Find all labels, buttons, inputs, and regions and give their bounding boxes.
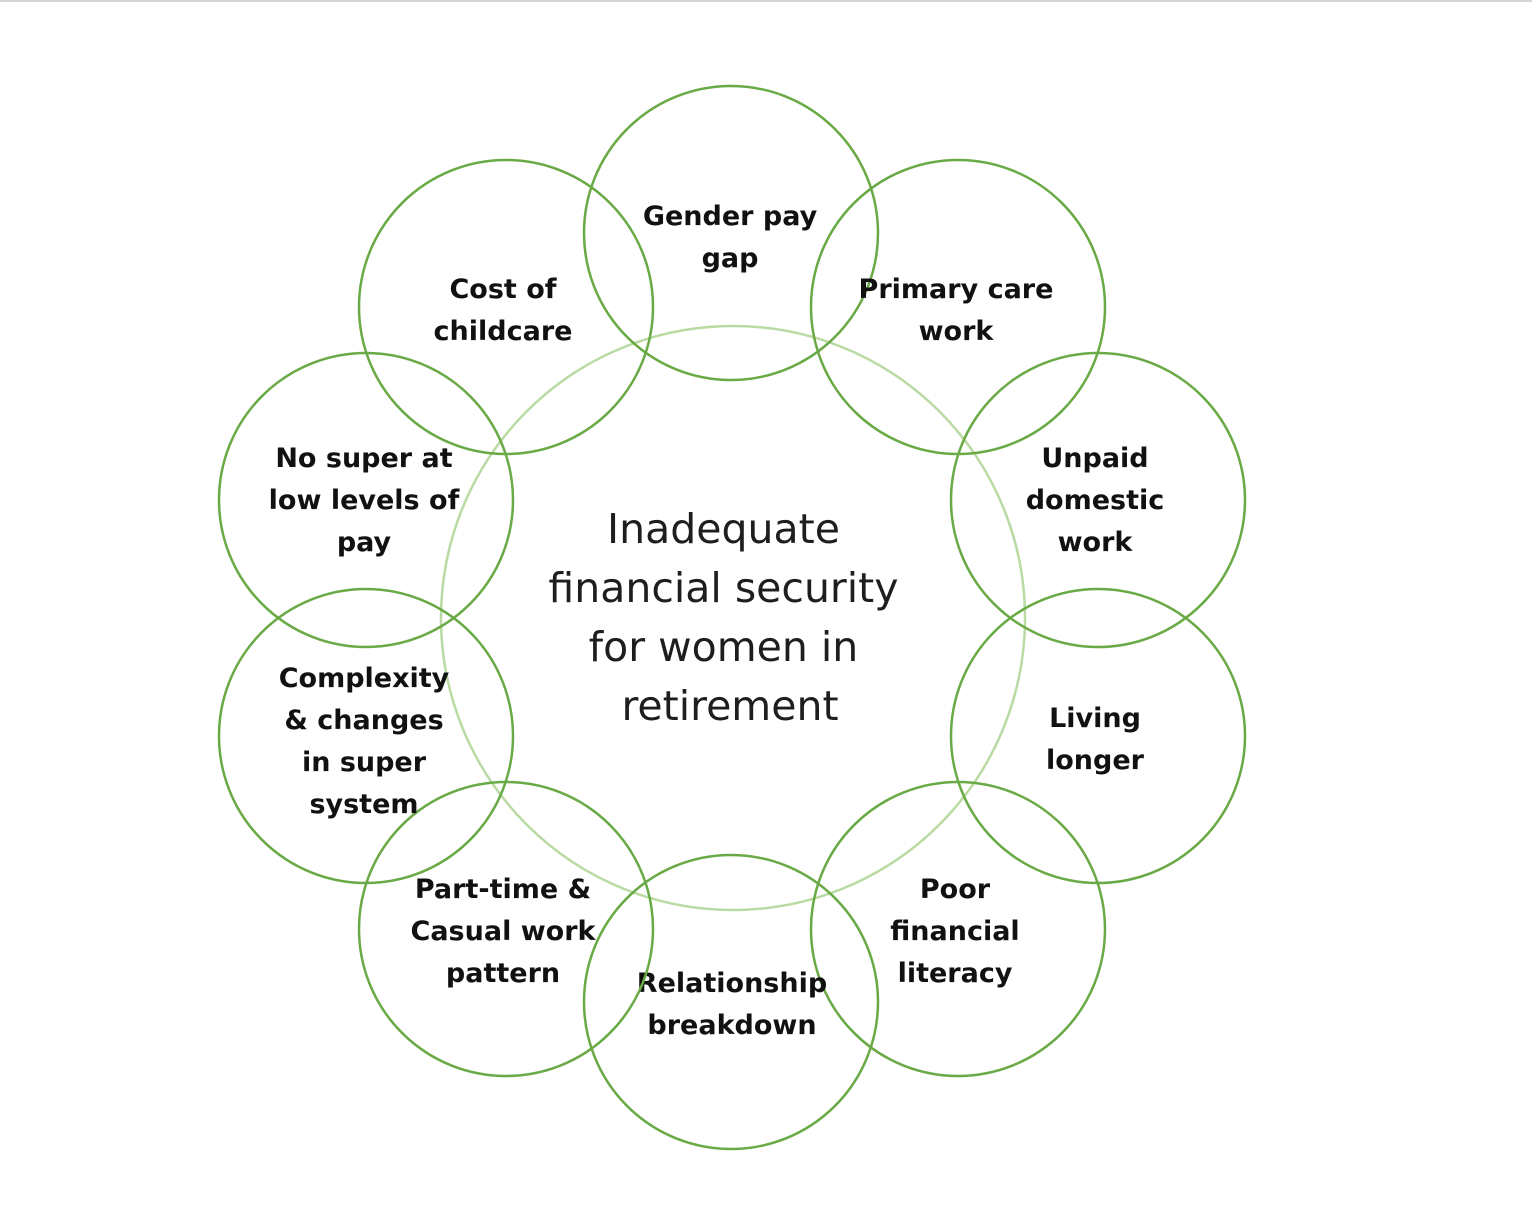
node-label-line: domestic (1026, 485, 1165, 516)
node-label-line: Relationship (637, 968, 827, 999)
node-label-line: Part-time & (415, 874, 591, 905)
node-label-line: pay (337, 527, 392, 558)
node-label-poor-financial-literacy: Poor financial literacy (890, 874, 1019, 989)
node-circle-relationship-breakdown (582, 853, 880, 1151)
node-label-line: work (1058, 527, 1134, 558)
center-node: Inadequate financial security for women … (439, 324, 1027, 912)
node-circle-gender-pay-gap (582, 84, 880, 382)
node-label-part-time-casual-work: Part-time & Casual work pattern (411, 874, 597, 989)
center-label-line: Inadequate (607, 505, 840, 553)
node-unpaid-domestic-work: Unpaid domestic work (949, 351, 1247, 649)
node-label-line: work (919, 316, 995, 347)
node-relationship-breakdown: Relationship breakdown (582, 853, 880, 1151)
node-label-line: Poor (920, 874, 991, 905)
node-label-line: Cost of (449, 274, 556, 305)
node-label-line: low levels of (269, 485, 460, 516)
top-border (0, 0, 1532, 2)
node-label-line: Gender pay (643, 201, 818, 232)
node-part-time-casual-work: Part-time & Casual work pattern (357, 780, 655, 1078)
node-label-living-longer: Living longer (1046, 703, 1145, 776)
node-label-gender-pay-gap: Gender pay gap (643, 201, 818, 274)
node-living-longer: Living longer (949, 587, 1247, 885)
node-circle-living-longer (949, 587, 1247, 885)
node-label-line: literacy (898, 958, 1013, 989)
node-circle-poor-financial-literacy (809, 780, 1107, 1078)
node-no-super-low-pay: No super at low levels of pay (217, 351, 515, 649)
node-label-line: & changes (284, 705, 443, 736)
node-label-line: Unpaid (1041, 443, 1148, 474)
center-label: Inadequate financial security for women … (548, 505, 911, 730)
node-label-relationship-breakdown: Relationship breakdown (637, 968, 827, 1041)
node-label-line: gap (702, 243, 759, 274)
node-label-line: Living (1049, 703, 1141, 734)
node-label-line: Casual work (411, 916, 597, 947)
node-label-cost-of-childcare: Cost of childcare (434, 274, 573, 347)
center-label-line: retirement (621, 682, 838, 730)
node-label-line: financial (890, 916, 1019, 947)
center-label-line: for women in (589, 623, 859, 671)
node-label-primary-care-work: Primary care work (859, 274, 1054, 347)
node-label-line: childcare (434, 316, 573, 347)
node-label-no-super-low-pay: No super at low levels of pay (269, 443, 460, 558)
node-label-line: Primary care (859, 274, 1054, 305)
node-circle-unpaid-domestic-work (949, 351, 1247, 649)
node-gender-pay-gap: Gender pay gap (582, 84, 880, 382)
node-circle-complexity-changes (217, 587, 515, 885)
center-circle (439, 324, 1027, 912)
node-label-line: longer (1046, 745, 1145, 776)
node-label-line: Complexity (279, 663, 450, 694)
node-circle-primary-care-work (809, 158, 1107, 456)
node-circle-cost-of-childcare (357, 158, 655, 456)
node-poor-financial-literacy: Poor financial literacy (809, 780, 1107, 1078)
node-label-line: pattern (446, 958, 560, 989)
node-label-line: in super (302, 747, 427, 778)
node-label-unpaid-domestic-work: Unpaid domestic work (1026, 443, 1165, 558)
node-complexity-changes: Complexity & changes in super system (217, 587, 515, 885)
center-label-line: financial security (548, 564, 898, 612)
node-primary-care-work: Primary care work (809, 158, 1107, 456)
node-label-complexity-changes: Complexity & changes in super system (279, 663, 450, 820)
node-cost-of-childcare: Cost of childcare (357, 158, 655, 456)
node-label-line: breakdown (647, 1010, 816, 1041)
node-label-line: No super at (275, 443, 452, 474)
node-label-line: system (309, 789, 418, 820)
